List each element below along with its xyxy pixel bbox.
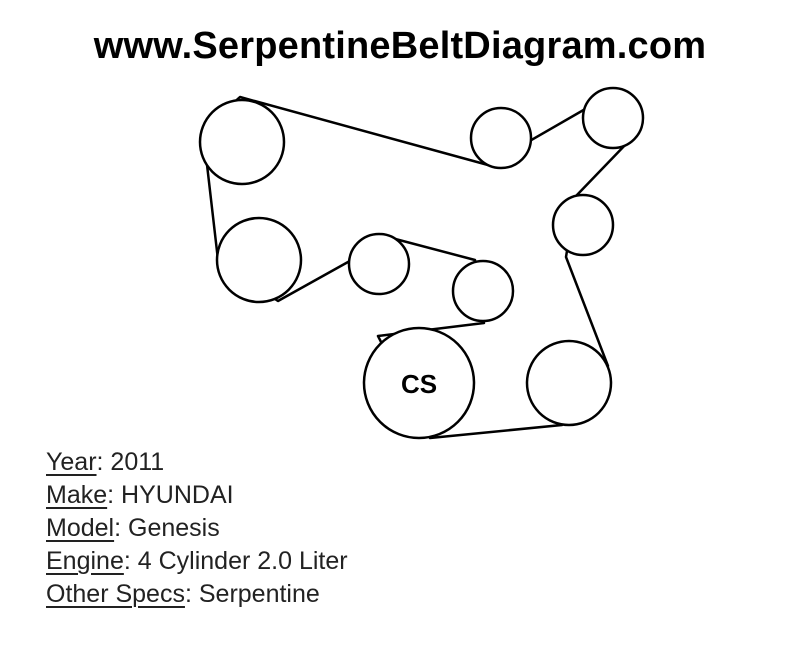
spec-value-model: Genesis — [128, 514, 220, 542]
spec-separator: : — [107, 481, 115, 509]
crank-label: CS — [401, 369, 437, 399]
spec-key-engine: Engine — [46, 547, 124, 575]
spec-key-other-specs: Other Specs — [46, 580, 185, 608]
spec-row-make: Make: HYUNDAI — [46, 479, 348, 512]
pulley-bottom-right — [525, 339, 613, 427]
vehicle-specs: Year: 2011 Make: HYUNDAI Model: Genesis … — [46, 446, 348, 611]
site-title: www.SerpentineBeltDiagram.com — [93, 25, 707, 67]
pulley-top-right — [581, 86, 645, 150]
spec-separator: : — [114, 514, 122, 542]
spec-row-year: Year: 2011 — [46, 446, 348, 479]
pulley-top-middle — [469, 106, 533, 170]
pulley-crankshaft — [362, 326, 476, 440]
spec-separator: : — [123, 547, 131, 575]
spec-value-year: 2011 — [110, 448, 165, 476]
spec-value-engine: 4 Cylinder 2.0 Liter — [137, 547, 348, 575]
spec-row-model: Model: Genesis — [46, 512, 348, 545]
pulley-left-middle — [215, 216, 303, 304]
pulley-center-idler — [347, 232, 411, 296]
spec-row-engine: Engine: 4 Cylinder 2.0 Liter — [46, 545, 348, 578]
spec-key-model: Model — [46, 514, 115, 542]
pulley-right-middle — [551, 193, 615, 257]
spec-value-make: HYUNDAI — [121, 481, 234, 509]
spec-row-other-specs: Other Specs: Serpentine — [46, 578, 348, 611]
pulley-top-left — [198, 98, 286, 186]
pulley-center-right — [451, 259, 515, 323]
spec-value-other-specs: Serpentine — [198, 580, 320, 608]
spec-separator: : — [184, 580, 192, 608]
spec-key-year: Year — [46, 448, 97, 476]
spec-separator: : — [96, 448, 104, 476]
spec-key-make: Make — [46, 481, 108, 509]
